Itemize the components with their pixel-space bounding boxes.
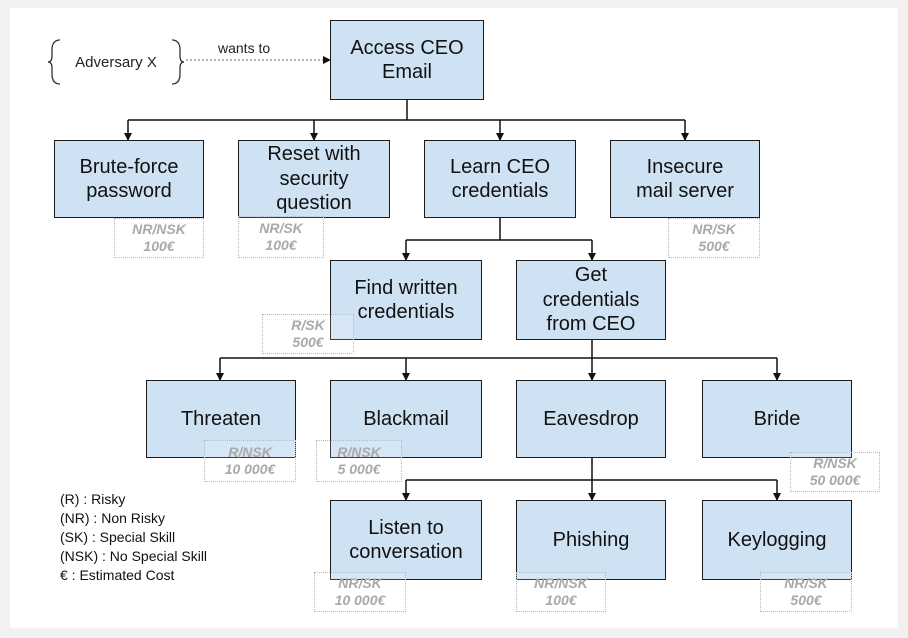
tag-risk: NR/NSK <box>534 574 588 591</box>
node-reset-security-question: Reset with security question <box>238 140 390 218</box>
legend-item: € : Estimated Cost <box>60 567 175 583</box>
tag-risk: NR/SK <box>338 574 382 591</box>
node-get-credentials-from-ceo: Get credentials from CEO <box>516 260 666 340</box>
tag-cost: 500€ <box>790 592 822 608</box>
tag-brute-force: NR/NSK 100€ <box>114 218 204 258</box>
node-bride: Bride <box>702 380 852 458</box>
tag-risk: NR/SK <box>259 219 303 236</box>
node-listen-to-conversation-label: Listen to conversation <box>349 516 463 563</box>
tag-cost: 100€ <box>265 237 297 253</box>
node-find-written-credentials-label: Find written credentials <box>354 276 458 323</box>
tag-cost: 100€ <box>545 592 577 608</box>
legend: (R) : Risky (NR) : Non Risky (SK) : Spec… <box>60 490 207 585</box>
tag-risk: R/NSK <box>337 443 381 460</box>
node-keylogging: Keylogging <box>702 500 852 580</box>
tag-insecure-mail: NR/SK 500€ <box>668 218 760 258</box>
node-access-ceo-email: Access CEO Email <box>330 20 484 100</box>
node-learn-ceo-credentials-label: Learn CEO credentials <box>449 155 551 202</box>
tag-risk: R/NSK <box>228 443 272 460</box>
tag-cost: 10 000€ <box>224 461 276 477</box>
tag-keylogging: NR/SK 500€ <box>760 572 852 612</box>
tag-cost: 100€ <box>143 238 175 254</box>
node-blackmail: Blackmail <box>330 380 482 458</box>
node-keylogging-label: Keylogging <box>727 528 827 551</box>
tag-reset-security: NR/SK 100€ <box>238 216 324 258</box>
node-access-ceo-email-label: Access CEO Email <box>350 36 464 83</box>
legend-item: (NSK) : No Special Skill <box>60 548 208 564</box>
tag-cost: 5 000€ <box>337 461 381 477</box>
tag-cost: 500€ <box>698 238 730 254</box>
tag-blackmail: R/NSK 5 000€ <box>316 440 402 482</box>
tag-risk: NR/NSK <box>132 220 186 237</box>
node-threaten-label: Threaten <box>180 407 262 430</box>
node-get-credentials-from-ceo-label: Get credentials from CEO <box>542 264 640 336</box>
node-insecure-mail-server-label: Insecure mail server <box>636 155 734 202</box>
tag-risk: R/SK <box>291 316 325 333</box>
node-phishing: Phishing <box>516 500 666 580</box>
legend-item: (NR) : Non Risky <box>60 510 166 526</box>
tag-listen: NR/SK 10 000€ <box>314 572 406 612</box>
tag-risk: NR/SK <box>784 574 828 591</box>
relation-label: wants to <box>218 40 271 56</box>
actor-label: Adversary X <box>75 53 157 71</box>
node-find-written-credentials: Find written credentials <box>330 260 482 340</box>
legend-item: (R) : Risky <box>60 491 126 507</box>
node-threaten: Threaten <box>146 380 296 458</box>
node-learn-ceo-credentials: Learn CEO credentials <box>424 140 576 218</box>
tag-cost: 500€ <box>292 334 324 350</box>
tag-cost: 10 000€ <box>334 592 386 608</box>
tag-threaten: R/NSK 10 000€ <box>204 440 296 482</box>
node-eavesdrop-label: Eavesdrop <box>543 407 639 430</box>
node-eavesdrop: Eavesdrop <box>516 380 666 458</box>
tag-risk: NR/SK <box>692 220 736 237</box>
node-brute-force-password-label: Brute-force password <box>79 155 179 202</box>
actor-adversary: Adversary X <box>48 38 184 86</box>
tag-phishing: NR/NSK 100€ <box>516 572 606 612</box>
tag-find-written: R/SK 500€ <box>262 314 354 354</box>
node-phishing-label: Phishing <box>552 528 630 551</box>
node-listen-to-conversation: Listen to conversation <box>330 500 482 580</box>
tag-cost: 50 000€ <box>809 472 861 488</box>
node-brute-force-password: Brute-force password <box>54 140 204 218</box>
actor-braces-icon <box>48 39 184 85</box>
tag-bride: R/NSK 50 000€ <box>790 452 880 492</box>
legend-item: (SK) : Special Skill <box>60 529 176 545</box>
node-bride-label: Bride <box>753 407 801 430</box>
node-insecure-mail-server: Insecure mail server <box>610 140 760 218</box>
node-blackmail-label: Blackmail <box>363 407 449 430</box>
tag-risk: R/NSK <box>813 454 857 471</box>
node-reset-security-question-label: Reset with security question <box>267 143 361 215</box>
